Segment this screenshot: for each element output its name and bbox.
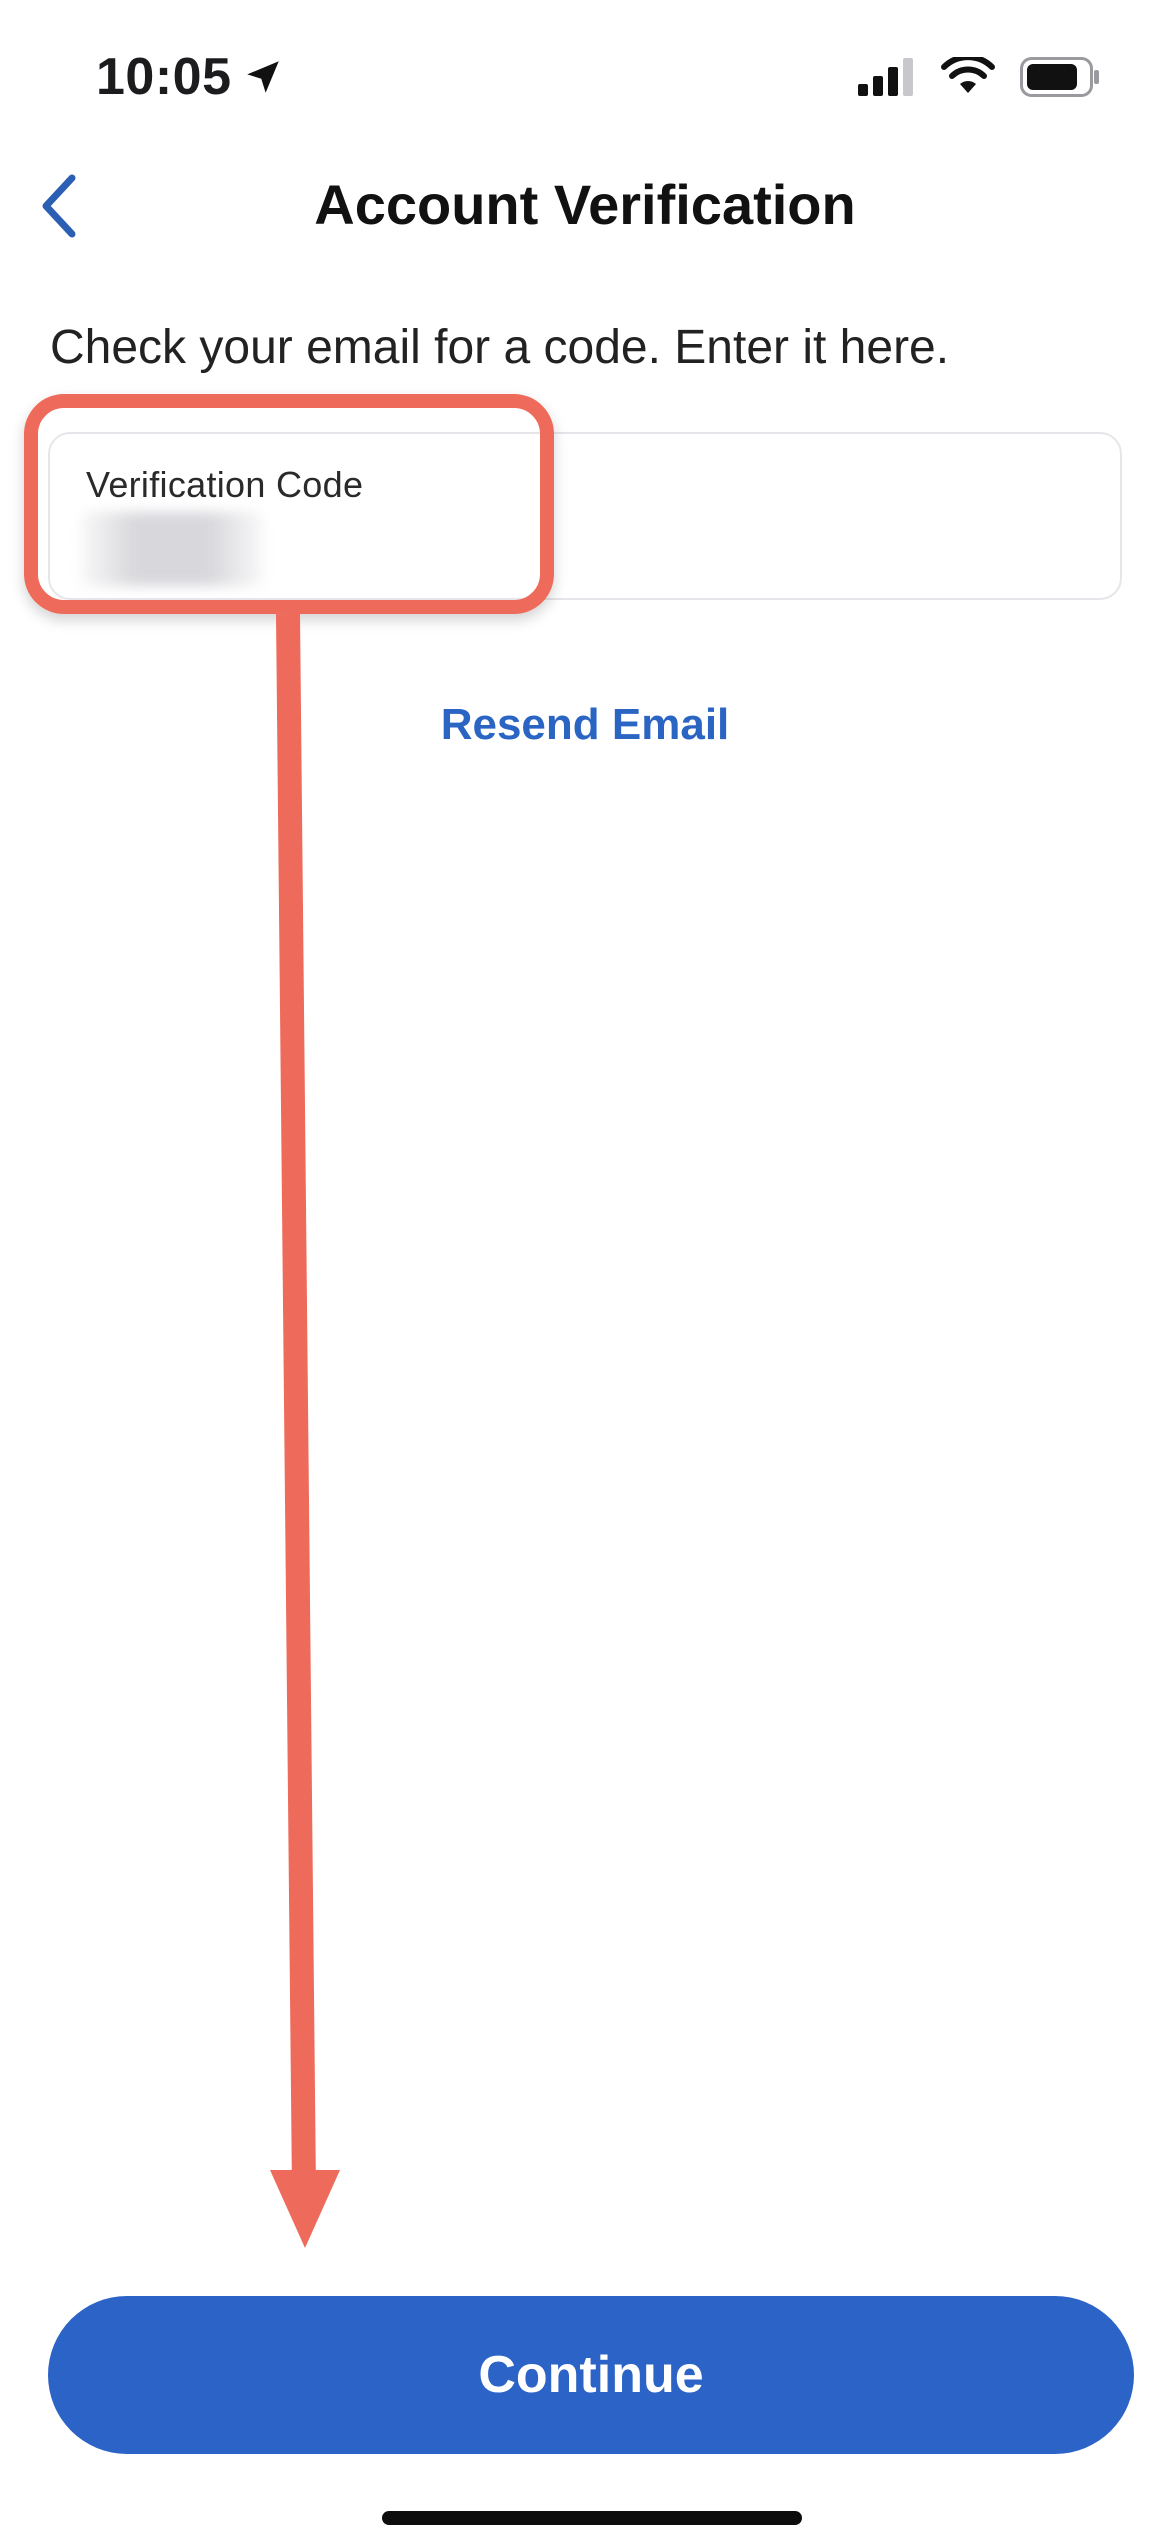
status-bar-time: 10:05 [96, 44, 284, 110]
cellular-signal-icon [858, 58, 913, 96]
resend-email-link[interactable]: Resend Email [440, 700, 730, 749]
time-text: 10:05 [96, 48, 232, 106]
chevron-left-icon [42, 174, 76, 238]
instruction-text: Check your email for a code. Enter it he… [50, 321, 950, 374]
verification-code-label: Verification Code [86, 464, 364, 505]
verification-code-field[interactable]: Verification Code [48, 432, 1122, 600]
location-arrow-icon [246, 61, 279, 93]
continue-button[interactable]: Continue [48, 2296, 1134, 2454]
status-bar-indicators [858, 52, 1100, 102]
wifi-icon [941, 57, 995, 93]
page-title: Account Verification [314, 173, 856, 236]
battery-icon [1020, 57, 1099, 97]
verification-code-input[interactable] [80, 512, 264, 586]
home-indicator [382, 2511, 802, 2525]
back-button[interactable] [30, 166, 90, 246]
